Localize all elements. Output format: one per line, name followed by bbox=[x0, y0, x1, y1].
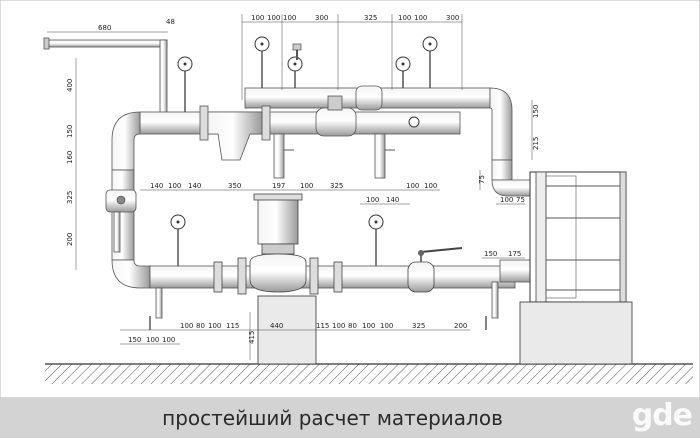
dim-left-1: 150 bbox=[66, 125, 74, 138]
dim-48: 48 bbox=[166, 18, 175, 26]
dim-mid2-0: 100 bbox=[366, 196, 379, 204]
dim-mid-6: 325 bbox=[330, 182, 343, 190]
dim-top-1: 100 bbox=[267, 14, 280, 22]
dim-right-0: 150 bbox=[532, 105, 540, 118]
dim-top-0: 100 bbox=[251, 14, 264, 22]
ground-hatch bbox=[45, 363, 693, 384]
dim-bottom2-0: 150 bbox=[128, 336, 141, 344]
circulation-pump bbox=[213, 193, 343, 295]
dim-bottom-2: 100 bbox=[208, 322, 221, 330]
dim-mid-3: 350 bbox=[228, 182, 241, 190]
dim-mid-2: 140 bbox=[188, 182, 201, 190]
dim-mid-4: 197 bbox=[272, 182, 285, 190]
dimension-lines bbox=[47, 14, 533, 360]
caption-text: простейший расчет материалов bbox=[162, 406, 503, 430]
dim-bottom-0: 100 bbox=[180, 322, 193, 330]
drain-valves bbox=[149, 281, 499, 330]
dim-415: 415 bbox=[248, 331, 256, 344]
dim-left-0: 400 bbox=[66, 79, 74, 92]
pressure-gauges bbox=[170, 36, 438, 266]
vent-pipe bbox=[43, 37, 168, 121]
dim-mid-7: 100 bbox=[406, 182, 419, 190]
dim-mid-0: 140 bbox=[150, 182, 163, 190]
watermark-logo: gde bbox=[631, 398, 693, 433]
dim-top-6: 100 bbox=[414, 14, 427, 22]
dim-top-4: 325 bbox=[364, 14, 377, 22]
upper-valves bbox=[105, 85, 395, 253]
dim-bottom-8: 100 bbox=[362, 322, 375, 330]
dim-680: 680 bbox=[98, 24, 111, 32]
dim-bottom2-1: 100 bbox=[146, 336, 159, 344]
dim-top-3: 300 bbox=[315, 14, 328, 22]
dim-top-2: 100 bbox=[283, 14, 296, 22]
dim-bottom-10: 325 bbox=[412, 322, 425, 330]
dim-mid-8: 100 bbox=[424, 182, 437, 190]
dim-right-2: 75 bbox=[478, 175, 486, 184]
plate-heat-exchanger bbox=[529, 171, 627, 303]
dim-bottom-4: 440 bbox=[270, 322, 283, 330]
dim-right-1: 215 bbox=[532, 137, 540, 150]
caption-bar: простейший расчет материалов gde bbox=[0, 398, 700, 438]
dim-bottom-9: 100 bbox=[380, 322, 393, 330]
dim-right-3: 100 bbox=[500, 196, 513, 204]
dim-bottom-3: 115 bbox=[226, 322, 239, 330]
dim-bottom-11: 200 bbox=[454, 322, 467, 330]
dim-left-4: 200 bbox=[66, 233, 74, 246]
dim-bottom-1: 80 bbox=[196, 322, 205, 330]
dim-mid-1: 100 bbox=[168, 182, 181, 190]
dim-mid-5: 100 bbox=[300, 182, 313, 190]
dim-bottom2-2: 100 bbox=[162, 336, 175, 344]
dim-bottom-7: 80 bbox=[348, 322, 357, 330]
y-strainer bbox=[199, 105, 271, 161]
dimension-labels: 100 100 100 300 325 100 100 300 680 48 4… bbox=[66, 14, 540, 344]
dim-left-3: 325 bbox=[66, 191, 74, 204]
ball-valve-lower bbox=[407, 247, 463, 293]
piping-schematic: 100 100 100 300 325 100 100 300 680 48 4… bbox=[0, 0, 700, 398]
dim-right-4: 75 bbox=[516, 196, 525, 204]
dim-right-5: 150 bbox=[484, 250, 497, 258]
dim-left-2: 160 bbox=[66, 151, 74, 164]
dim-bottom-5: 115 bbox=[316, 322, 329, 330]
dim-top-7: 300 bbox=[446, 14, 459, 22]
dim-top-5: 100 bbox=[398, 14, 411, 22]
dim-bottom-6: 100 bbox=[332, 322, 345, 330]
dim-right-6: 175 bbox=[508, 250, 521, 258]
dim-mid2-1: 140 bbox=[386, 196, 399, 204]
